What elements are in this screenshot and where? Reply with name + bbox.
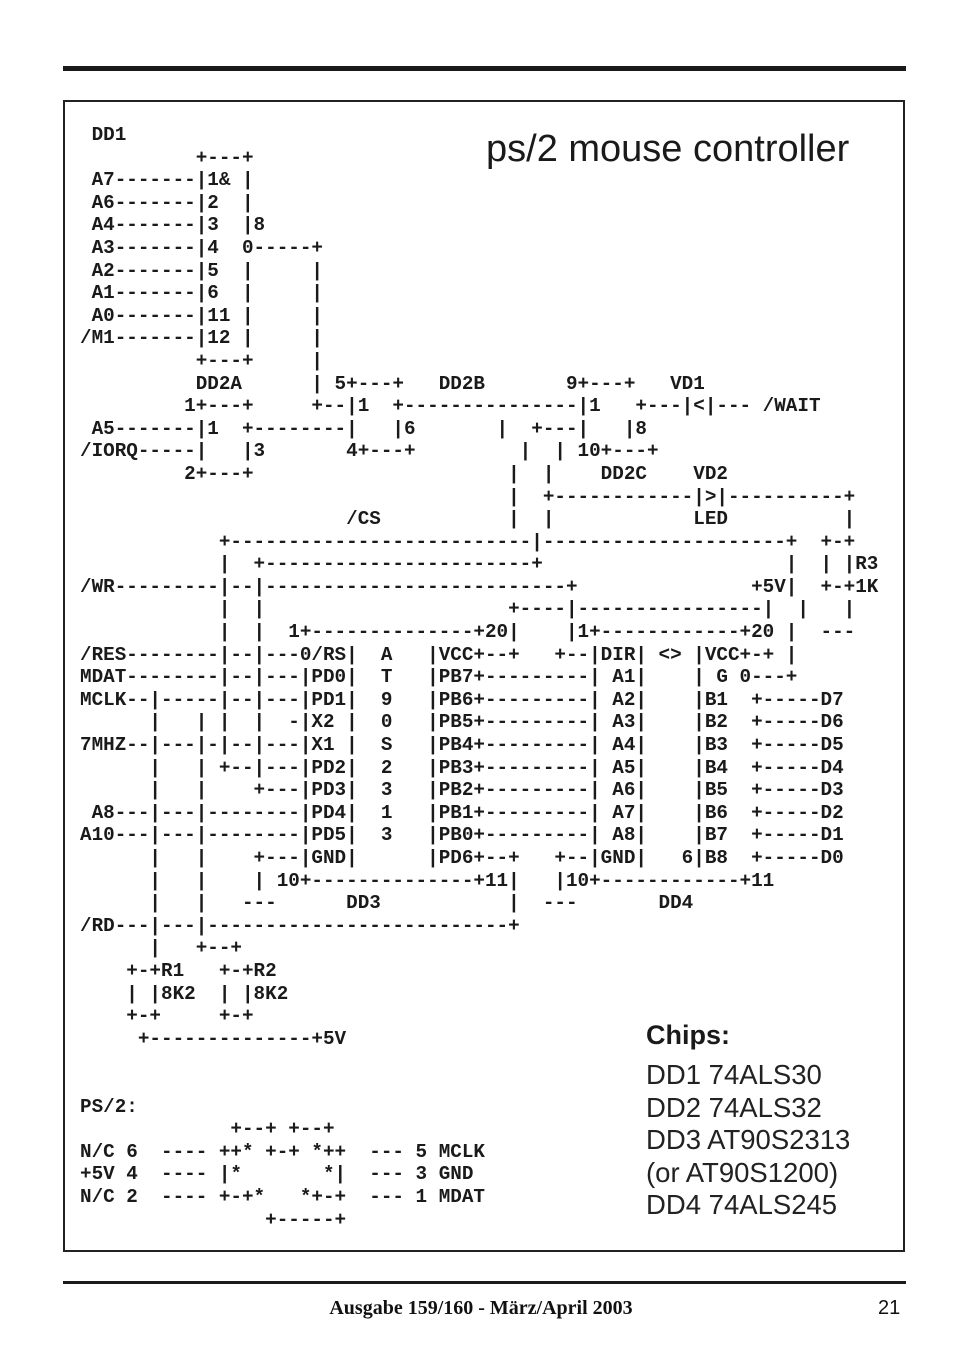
schematic-line: MDAT--------|--|---|PD0| T |PB7+--------… [80,666,798,689]
schematic-line: +-+R1 +-+R2 [80,959,277,982]
figure-frame [63,100,905,1252]
schematic-line: A2-------|5 | | [80,259,323,282]
schematic-line: A6-------|2 | [80,191,254,214]
schematic-line: N/C 2 ---- +-+* *+-+ --- 1 MDAT [80,1185,485,1208]
schematic-line: A5-------|1 +--------| |6 | +---| |8 [80,417,647,440]
schematic-line: A7-------|1& | [80,169,254,192]
schematic-line: /M1-------|12 | | [80,327,323,350]
schematic-line: /CS | | LED | [80,508,856,531]
schematic-line: | |8K2 | |8K2 [80,982,289,1005]
chips-heading: Chips: [646,1020,730,1050]
schematic-line: +-+ +-+ [80,1005,254,1028]
chip-item: DD4 74ALS245 [646,1189,838,1220]
schematic-line: A8---|---|--------|PD4| 1 |PB1+---------… [80,801,844,824]
schematic-line: +---+ | [80,349,323,372]
footer-issue: Ausgabe 159/160 - März/April 2003 [329,1297,633,1319]
schematic-line: | | +--|---|PD2| 2 |PB3+---------| A5| |… [80,756,844,779]
schematic-line: A4-------|3 |8 [80,214,266,237]
schematic-line: | +--+ [80,937,242,960]
schematic-line: 1+---+ +--|1 +---------------|1 +---|<|-… [80,395,821,418]
schematic-line: +5V 4 ---- |* *| --- 3 GND [80,1163,474,1186]
chip-item: DD3 AT90S2313 [646,1124,851,1155]
schematic-line: | | | | -|X2 | 0 |PB5+---------| A3| |B2… [80,711,844,734]
schematic-line: DD1 [80,124,127,146]
schematic-line: 2+---+ | | DD2C VD2 [80,462,728,485]
page-number: 21 [878,1297,901,1319]
schematic-line: /RD---|---|--------------------------+ [80,914,520,937]
chip-item: DD2 74ALS32 [646,1091,822,1123]
schematic-line: | +-----------------------+ | | |R3 [80,553,879,576]
schematic-line: | | --- DD3 | --- DD4 [80,892,694,915]
schematic-line: 7MHZ--|---|-|--|---|X1 | S |PB4+--------… [80,734,844,757]
top-rule [63,66,906,71]
schematic-line: A10---|---|--------|PD5| 3 |PB0+--------… [80,824,844,847]
schematic-line: A0-------|11 | | [80,304,323,327]
schematic-line: /RES--------|--|---0/RS| A |VCC+--+ +--|… [80,643,798,666]
schematic-line: +--------------------------|------------… [80,530,856,553]
bottom-rule [63,1281,906,1284]
schematic-line: +--------------+5V [80,1027,347,1050]
schematic-line: /IORQ-----| |3 4+---+ | | 10+---+ [80,440,659,463]
schematic-line: | | 1+--------------+20| |1+------------… [80,621,856,644]
schematic-line: /WR---------|--|------------------------… [80,575,879,598]
schematic-line: PS/2: [80,1095,138,1118]
schematic-line: N/C 6 ---- ++* +-+ *++ --- 5 MCLK [80,1140,485,1163]
schematic-line: +-----+ [80,1208,347,1231]
schematic-line: | | | 10+--------------+11| |10+--------… [80,869,775,892]
schematic-line: MCLK--|-----|--|---|PD1| 9 |PB6+--------… [80,688,844,711]
schematic-line: | | +----|----------------| | | [80,598,856,621]
schematic-line: A1-------|6 | | [80,282,323,305]
ascii-schematic: DD1 +---+ A7-------|1& | A6-------|2 | A… [80,124,878,1231]
chips-list: Chips: DD1 74ALS30 DD2 74ALS32 DD3 AT90S… [646,1020,850,1222]
figure-title: ps/2 mouse controller [486,128,850,170]
chip-item: DD1 74ALS30 [646,1059,822,1090]
schematic-line: A3-------|4 0-----+ [80,236,323,259]
chip-item: (or AT90S1200) [646,1156,839,1188]
schematic-line: DD2A | 5+---+ DD2B 9+---+ VD1 [80,372,705,395]
schematic-line: | | +---|GND| |PD6+--+ +--|GND| 6|B8 +--… [80,847,844,869]
schematic-line: +--+ +--+ [80,1118,335,1141]
schematic-line: +---+ [80,146,254,169]
schematic-line: | | +---|PD3| 3 |PB2+---------| A6| |B5 … [80,779,844,802]
schematic-line: | +------------|>|----------+ [80,485,856,508]
